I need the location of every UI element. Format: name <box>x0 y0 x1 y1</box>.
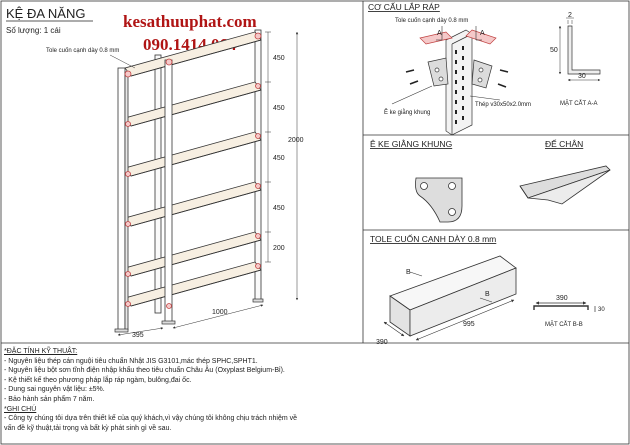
section-aa-label: MẶT CẮT A-A <box>560 99 597 107</box>
section-marker-a-left: A <box>437 30 442 37</box>
brace-plate-drawing <box>415 177 463 223</box>
drawing-title: KỆ ĐA NĂNG <box>6 6 85 21</box>
note-item-2: vấn đề kỹ thuật,tải trọng và bất kỳ phát… <box>4 424 172 432</box>
notes-heading: *GHI CHÚ <box>4 405 37 413</box>
panel-depth-dim: 390 <box>376 339 388 346</box>
joint-markers <box>124 32 262 309</box>
section-bb-width: 390 <box>556 295 568 302</box>
assembly-steel-label: Thép v30x50x2.0mm <box>475 102 531 108</box>
spec-item-3: - Kệ thiết kế theo phương pháp lắp ráp n… <box>4 376 192 384</box>
depth-dim: 395 <box>132 332 144 339</box>
shelf-tole-label: Tole cuốn cạnh dày 0.8 mm <box>46 48 119 54</box>
section-bb-drawing <box>533 301 596 312</box>
specs-heading: *ĐẶC TÍNH KỸ THUẬT: <box>4 348 78 355</box>
note-item-1: - Công ty chúng tôi dựa trên thiết kế củ… <box>4 415 298 423</box>
spec-notes: *ĐẶC TÍNH KỸ THUẬT: - Nguyên liệu thép c… <box>4 347 604 433</box>
panel-length-dim: 995 <box>463 321 475 328</box>
spec-item-5: - Bảo hành sản phẩm 7 năm. <box>4 395 95 403</box>
quantity-label: Số lượng: 1 cái <box>6 26 61 35</box>
height-dim-3: 450 <box>273 155 285 162</box>
height-dim-1: 450 <box>273 55 285 62</box>
spec-item-2: - Nguyên liệu bột sơn tĩnh điện nhập khẩ… <box>4 367 285 375</box>
height-dim-4: 450 <box>273 205 285 212</box>
shelf-drawing <box>114 29 264 333</box>
assembly-drawing <box>405 29 509 136</box>
panel-drawing <box>389 255 517 337</box>
brand-website: kesathuuphat.com <box>123 12 257 31</box>
height-dimensions <box>265 31 299 301</box>
assembly-heading: CƠ CẤU LẮP RÁP <box>368 2 440 12</box>
section-bb-height: 30 <box>598 307 605 313</box>
shelf-boards <box>124 31 262 307</box>
foot-plate-drawing <box>519 165 611 205</box>
width-dim: 1000 <box>212 309 228 316</box>
section-aa-drawing <box>558 17 601 82</box>
panel-marker-bottom: B <box>485 291 490 298</box>
total-height-dim: 2000 <box>288 137 304 144</box>
panel-marker-top: B <box>406 269 411 276</box>
spec-item-1: - Nguyên liệu thép cán nguội tiêu chuẩn … <box>4 357 258 365</box>
height-dim-2: 450 <box>273 105 285 112</box>
section-marker-a-right: A <box>480 30 485 37</box>
section-bb-label: MẶT CẮT B-B <box>545 320 583 328</box>
section-aa-height: 50 <box>550 47 558 54</box>
brace-heading: Ê KE GIẰNG KHUNG <box>370 139 452 149</box>
spec-item-4: - Dung sai nguyên vật liệu: ±5%. <box>4 386 105 394</box>
panel-heading: TOLE CUỐN CẠNH DÀY 0.8 mm <box>370 233 496 244</box>
height-dim-5: 200 <box>273 245 285 252</box>
assembly-brace-label: Ê ke giằng khung <box>384 108 430 116</box>
section-aa-thickness: 2 <box>568 12 572 19</box>
section-aa-width: 30 <box>578 73 586 80</box>
foot-heading: ĐẾ CHÂN <box>545 139 583 149</box>
assembly-tole-label: Tole cuốn cạnh dày 0.8 mm <box>395 18 468 24</box>
